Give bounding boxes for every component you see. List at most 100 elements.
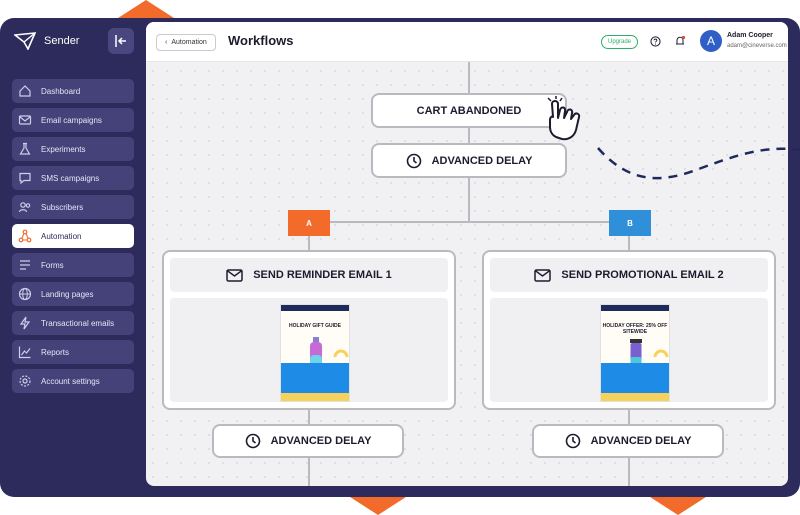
delay-node-b[interactable]: ADVANCED DELAY (532, 424, 724, 458)
connector-line (468, 128, 470, 144)
bolt-icon (19, 316, 31, 330)
sidebar-item-dashboard[interactable]: Dashboard (12, 79, 134, 103)
sidebar-item-landing-pages[interactable]: Landing pages (12, 282, 134, 306)
sidebar-item-label: Account settings (41, 376, 100, 386)
workflow-canvas[interactable]: ‹ Automation Workflows Upgrade A Adam Co… (146, 22, 788, 486)
thumbnail-title: HOLIDAY GIFT GUIDE (289, 323, 341, 329)
decorative-triangle-bottom-left (350, 497, 406, 515)
rainbow-arc-icon (653, 349, 669, 357)
chat-icon (19, 172, 31, 185)
gear-icon (19, 375, 31, 387)
forms-icon (20, 260, 30, 270)
dashed-path-decoration (597, 147, 800, 180)
globe-icon (18, 287, 32, 301)
email-preview-area: HOLIDAY GIFT GUIDE (170, 298, 448, 402)
help-icon[interactable] (650, 36, 661, 47)
thumbnail-blue-section (601, 363, 669, 393)
email-node-reminder[interactable]: SEND REMINDER EMAIL 1 HOLIDAY GIFT GUIDE (162, 250, 456, 410)
bell-icon[interactable] (674, 35, 686, 47)
user-name: Adam Cooper (727, 32, 773, 39)
flask-icon (19, 142, 31, 155)
connector-line (308, 221, 310, 251)
rainbow-arc-icon (333, 349, 349, 357)
decorative-triangle-top (118, 0, 174, 18)
breadcrumb-label: Automation (171, 39, 207, 46)
sidebar-item-label: Reports (41, 347, 70, 357)
avatar[interactable]: A (700, 30, 722, 52)
thumbnail-header-bar (281, 305, 349, 311)
users-icon (18, 202, 31, 213)
thumbnail-blue-section (281, 363, 349, 393)
email-node-header: SEND REMINDER EMAIL 1 (170, 258, 448, 292)
sidebar-item-transactional-emails[interactable]: Transactional emails (12, 311, 134, 335)
sidebar-item-label: SMS campaigns (41, 173, 100, 183)
connector-line (628, 221, 630, 251)
delay-label: ADVANCED DELAY (431, 154, 533, 167)
collapse-icon (115, 35, 126, 47)
connector-line (308, 410, 310, 424)
email-thumbnail-holiday-gift-guide[interactable]: HOLIDAY GIFT GUIDE (280, 304, 350, 402)
chart-icon (18, 346, 31, 359)
envelope-icon (226, 268, 243, 282)
automation-icon (18, 229, 32, 243)
paper-plane-icon (14, 32, 36, 50)
clock-icon (406, 153, 421, 168)
brand-name: Sender (44, 35, 80, 47)
upgrade-button[interactable]: Upgrade (601, 35, 639, 49)
sidebar-item-label: Transactional emails (41, 318, 115, 328)
sidebar-item-account-settings[interactable]: Account settings (12, 369, 134, 393)
email-node-promotional[interactable]: SEND PROMOTIONAL EMAIL 2 HOLIDAY OFFER: … (482, 250, 776, 410)
trigger-label: CART ABANDONED (416, 104, 522, 117)
clock-icon (245, 433, 260, 449)
envelope-icon (534, 268, 552, 282)
sidebar-item-label: Subscribers (41, 202, 84, 212)
thumbnail-footer (601, 393, 669, 401)
trigger-node-cart-abandoned[interactable]: CART ABANDONED (371, 93, 567, 128)
breadcrumb-back-button[interactable]: ‹ Automation (156, 34, 216, 51)
user-email: adam@cineverse.com (727, 43, 787, 49)
hand-pointer-icon (547, 96, 581, 141)
sidebar-item-label: Dashboard (41, 86, 81, 96)
delay-node-a[interactable]: ADVANCED DELAY (212, 424, 404, 458)
thumbnail-title: HOLIDAY OFFER: 25% OFF SITEWIDE (602, 323, 668, 335)
sidebar-item-label: Landing pages (41, 289, 94, 299)
clock-icon (565, 433, 580, 449)
page-title: Workflows (228, 33, 294, 48)
thumbnail-footer (281, 393, 349, 401)
sidebar-item-automation[interactable]: Automation (12, 224, 134, 248)
thumbnail-header-bar (601, 305, 669, 311)
email-node-title: SEND REMINDER EMAIL 1 (253, 269, 392, 281)
sidebar-item-label: Experiments (41, 144, 86, 154)
brand: Sender (14, 32, 79, 50)
delay-label: ADVANCED DELAY (270, 435, 372, 447)
sidebar-item-experiments[interactable]: Experiments (12, 137, 134, 161)
branch-badge-b[interactable]: B (609, 210, 651, 236)
connector-line (468, 178, 470, 222)
sidebar-item-sms-campaigns[interactable]: SMS campaigns (12, 166, 134, 190)
mail-icon (18, 115, 32, 125)
sidebar-item-reports[interactable]: Reports (12, 340, 134, 364)
sidebar-item-email-campaigns[interactable]: Email campaigns (12, 108, 134, 132)
email-thumbnail-holiday-offer[interactable]: HOLIDAY OFFER: 25% OFF SITEWIDE (600, 304, 670, 402)
home-icon (19, 85, 31, 97)
email-node-header: SEND PROMOTIONAL EMAIL 2 (490, 258, 768, 292)
delay-label: ADVANCED DELAY (590, 435, 692, 447)
chevron-left-icon: ‹ (165, 39, 168, 46)
connector-line (308, 458, 310, 486)
decorative-triangle-bottom-right (650, 497, 706, 515)
connector-line (628, 410, 630, 424)
sidebar-item-forms[interactable]: Forms (12, 253, 134, 277)
connector-line (308, 221, 630, 223)
connector-line (628, 458, 630, 486)
top-bar: ‹ Automation Workflows Upgrade A Adam Co… (146, 22, 788, 62)
collapse-sidebar-button[interactable] (108, 28, 134, 54)
email-preview-area: HOLIDAY OFFER: 25% OFF SITEWIDE (490, 298, 768, 402)
email-node-title: SEND PROMOTIONAL EMAIL 2 (561, 269, 724, 281)
sidebar-nav: Dashboard Email campaigns Experiments SM… (12, 79, 134, 398)
sidebar-item-subscribers[interactable]: Subscribers (12, 195, 134, 219)
sidebar-item-label: Forms (41, 260, 64, 270)
connector-line (468, 62, 470, 94)
sidebar-item-label: Automation (41, 231, 82, 241)
delay-node-top[interactable]: ADVANCED DELAY (371, 143, 567, 178)
branch-badge-a[interactable]: A (288, 210, 330, 236)
